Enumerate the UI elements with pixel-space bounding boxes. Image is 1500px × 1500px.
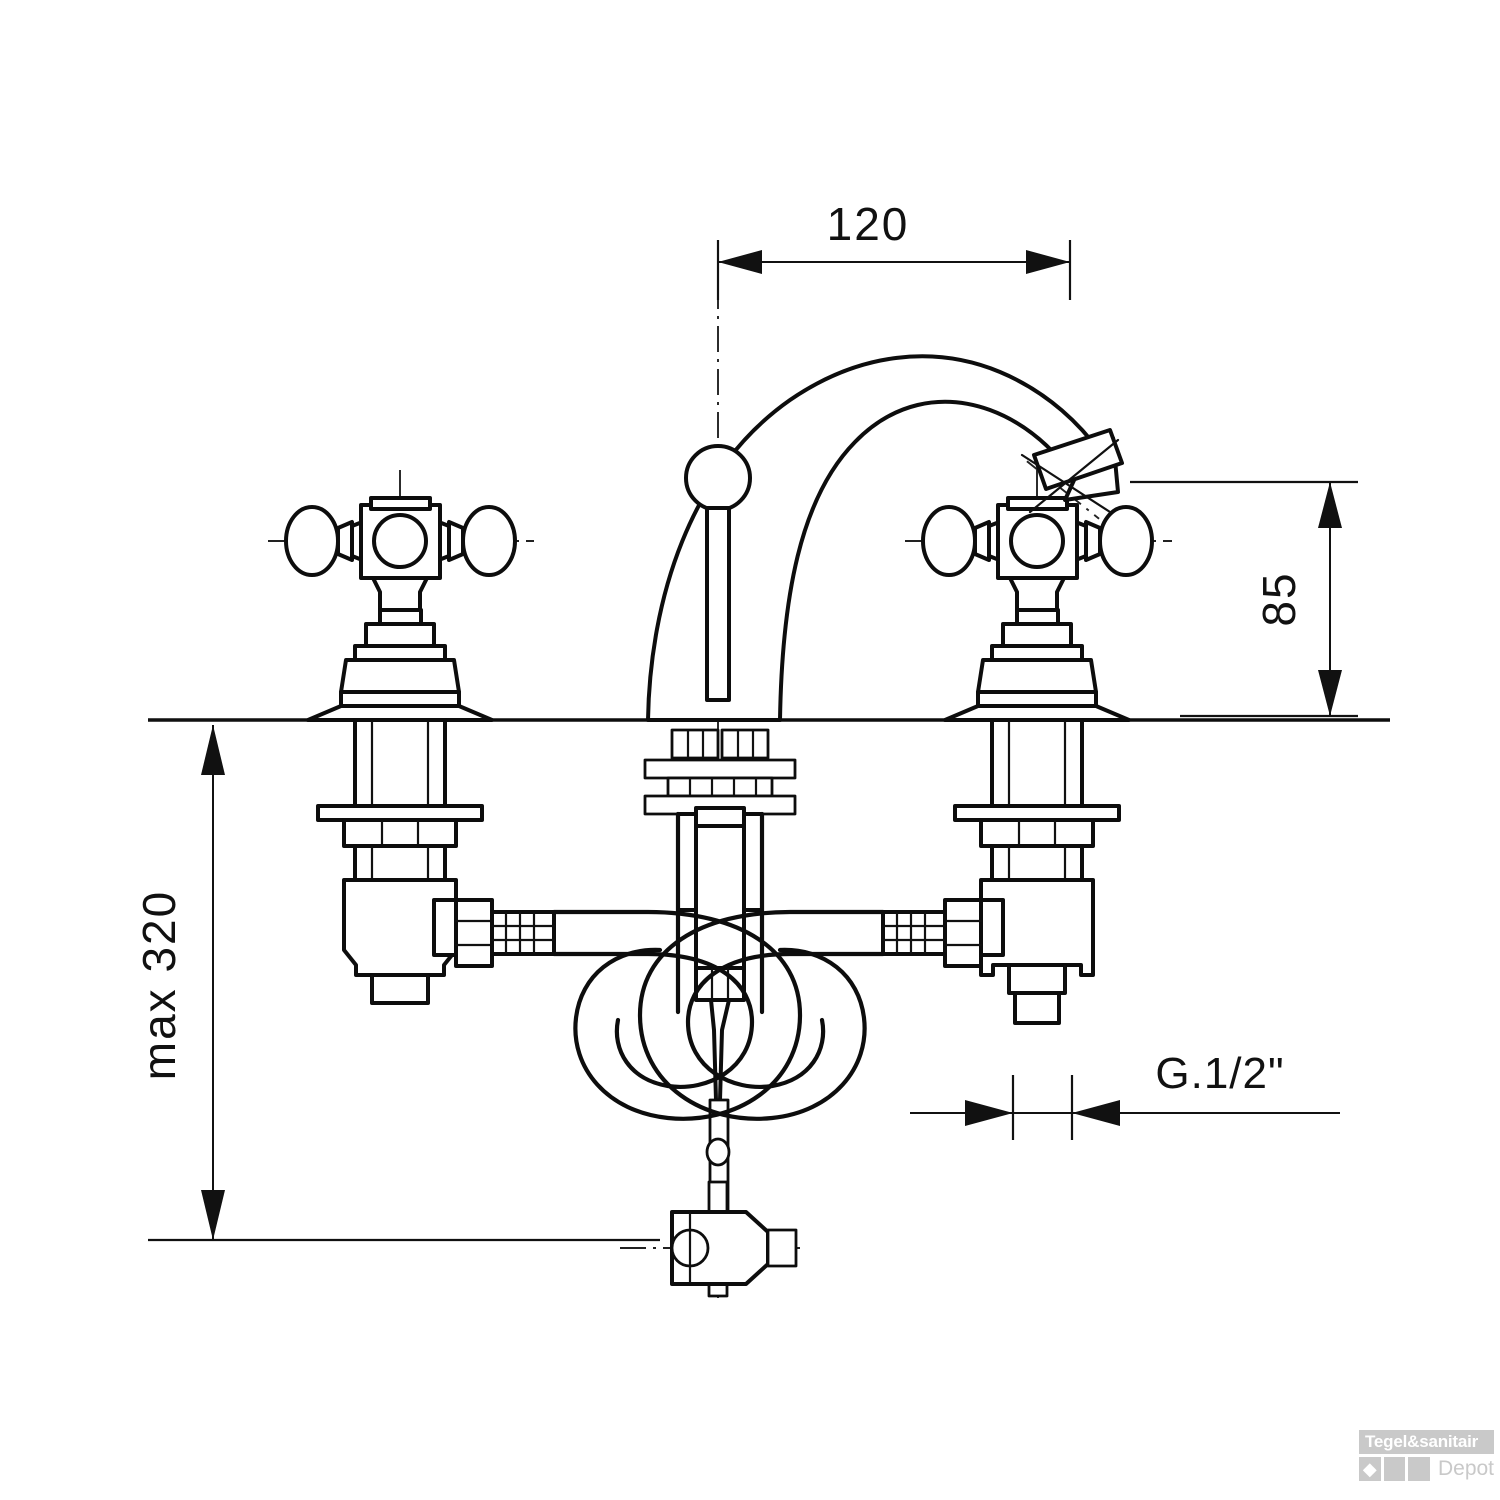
watermark-depot-label: Depot: [1437, 1457, 1495, 1480]
cross-handle-valve-left: [284, 496, 517, 722]
valve-body-right: [881, 718, 1121, 1025]
watermark-logo: Tegel&sanitair ◆ Depot: [1359, 1430, 1494, 1492]
watermark-square-3: [1408, 1457, 1430, 1481]
valve-body-left: [316, 718, 556, 1005]
dimension-85: 85: [1130, 480, 1358, 718]
drop-glyph: ◆: [1362, 1459, 1377, 1479]
watermark-drop-icon: ◆: [1359, 1457, 1381, 1481]
dimension-120-label: 120: [827, 198, 910, 250]
dimension-thread-size: G.1/2": [910, 1049, 1340, 1140]
pop-up-waste-linkage: [670, 1137, 798, 1298]
spout-shank-assembly: [643, 728, 797, 1212]
flexible-supply-hose-loops: [551, 909, 886, 1121]
dimension-max-320: max 320: [133, 718, 660, 1242]
dimension-120: 120: [716, 198, 1072, 300]
watermark-brand-line: Tegel&sanitair: [1359, 1430, 1494, 1454]
pop-up-waste-lift-rod: [684, 444, 752, 702]
dimension-85-label: 85: [1253, 571, 1305, 626]
angled-aerator-outlet: [1020, 428, 1124, 514]
cross-handle-valve-right: [921, 496, 1154, 722]
watermark-depot-row: ◆ Depot: [1359, 1457, 1494, 1481]
watermark-square-2: [1383, 1457, 1406, 1481]
dimension-max-320-label: max 320: [133, 890, 185, 1080]
dimension-thread-label: G.1/2": [1155, 1049, 1284, 1098]
